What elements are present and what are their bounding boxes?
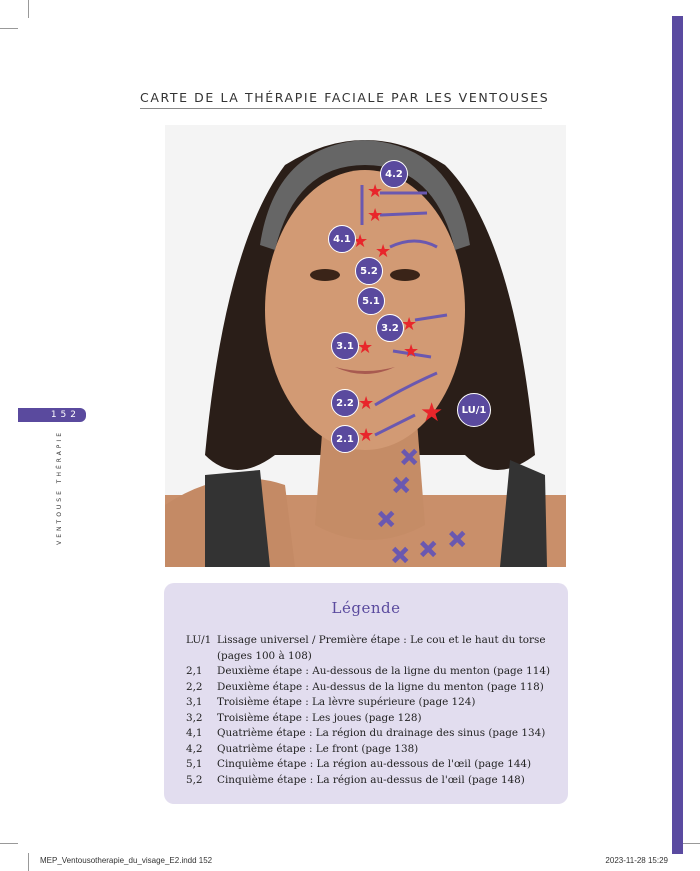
face-map-photo: ★ ★ ★ ★ ★ ★ ★ ★ ★ ★ ✕ ✕ ✕ ✕ ✕ ✕ 4.2 4.1 5.2 5.1 3.…: [165, 125, 566, 567]
marker-5-1: 5.1: [357, 287, 385, 315]
marker-2-2: 2.2: [331, 389, 359, 417]
legend-text: Lissage universel / Première étape : Le …: [217, 634, 546, 662]
legend-item: 2,1 Deuxième étape : Au-dessous de la lig…: [186, 664, 556, 680]
title-underline: [140, 108, 542, 109]
crop-mark: [28, 853, 29, 871]
marker-3-2: 3.2: [376, 314, 404, 342]
svg-text:★: ★: [352, 231, 368, 252]
legend-text: Quatrième étape : La région du drainage …: [217, 727, 546, 739]
legend-item: 2,2 Deuxième étape : Au-dessus de la lign…: [186, 680, 556, 696]
marker-4-1: 4.1: [328, 225, 356, 253]
legend-code: 5,2: [186, 773, 203, 786]
footer-filename: MEP_Ventousotherapie_du_visage_E2.indd 1…: [40, 856, 213, 865]
face-illustration: ★ ★ ★ ★ ★ ★ ★ ★ ★ ★ ✕ ✕ ✕ ✕ ✕ ✕: [165, 140, 566, 567]
legend-item: 4,1 Quatrième étape : La région du draina…: [186, 726, 556, 742]
svg-text:★: ★: [357, 337, 373, 358]
edge-color-band: [672, 16, 683, 854]
svg-text:★: ★: [367, 181, 383, 202]
legend-text: Quatrième étape : Le front (page 138): [217, 742, 419, 755]
svg-text:★: ★: [375, 241, 391, 262]
legend-item: LU/1 Lissage universel / Première étape :…: [186, 633, 556, 664]
marker-lu-1: LU/1: [457, 393, 491, 427]
crop-mark: [0, 843, 18, 844]
legend-text: Cinquième étape : La région au-dessus de…: [217, 773, 525, 786]
legend-item: 5,2 Cinquième étape : La région au-dessus…: [186, 773, 556, 789]
svg-text:✕: ✕: [448, 528, 466, 553]
legend-code: 2,2: [186, 680, 203, 693]
legend-text: Deuxième étape : Au-dessous de la ligne …: [217, 665, 551, 677]
marker-3-1: 3.1: [331, 332, 359, 360]
legend-box: Légende LU/1 Lissage universel / Première…: [164, 583, 568, 804]
legend-code: 5,1: [186, 758, 203, 770]
legend-code: LU/1: [186, 634, 212, 646]
legend-item: 3,1 Troisième étape : La lèvre supérieure…: [186, 695, 556, 711]
legend-list: LU/1 Lissage universel / Première étape :…: [186, 633, 556, 788]
legend-code: 4,1: [186, 727, 203, 739]
svg-text:★: ★: [420, 398, 443, 428]
legend-code: 4,2: [186, 742, 203, 755]
crop-mark: [682, 843, 700, 844]
legend-item: 3,2 Troisième étape : Les joues (page 128…: [186, 711, 556, 727]
svg-text:✕: ✕: [392, 474, 410, 499]
legend-text: Troisième étape : Les joues (page 128): [217, 711, 422, 724]
footer-timestamp: 2023-11-28 15:29: [605, 856, 668, 865]
svg-text:✕: ✕: [377, 508, 395, 533]
legend-title: Légende: [331, 599, 401, 617]
legend-text: Deuxième étape : Au-dessus de la ligne d…: [217, 680, 544, 693]
legend-code: 3,1: [186, 696, 203, 708]
svg-text:★: ★: [367, 205, 383, 226]
marker-5-2: 5.2: [355, 257, 383, 285]
page-title: CARTE DE LA THÉRAPIE FACIALE PAR LES VEN…: [140, 90, 550, 105]
svg-text:★: ★: [358, 425, 374, 446]
running-head: VENTOUSE THÉRAPIE: [56, 430, 63, 545]
svg-text:✕: ✕: [400, 446, 418, 471]
page-number-tab: 152: [18, 408, 86, 422]
svg-text:★: ★: [358, 393, 374, 414]
svg-text:★: ★: [403, 341, 419, 362]
legend-item: 4,2 Quatrième étape : Le front (page 138): [186, 742, 556, 758]
crop-mark: [28, 0, 29, 18]
marker-4-2: 4.2: [380, 160, 408, 188]
legend-code: 3,2: [186, 711, 203, 724]
svg-text:✕: ✕: [419, 538, 437, 563]
crop-mark: [0, 28, 18, 29]
legend-text: Troisième étape : La lèvre supérieure (p…: [217, 696, 476, 708]
svg-text:★: ★: [401, 314, 417, 335]
legend-item: 5,1 Cinquième étape : La région au-dessou…: [186, 757, 556, 773]
marker-2-1: 2.1: [331, 425, 359, 453]
legend-text: Cinquième étape : La région au-dessous d…: [217, 758, 532, 770]
svg-text:✕: ✕: [391, 544, 409, 567]
legend-code: 2,1: [186, 665, 203, 677]
